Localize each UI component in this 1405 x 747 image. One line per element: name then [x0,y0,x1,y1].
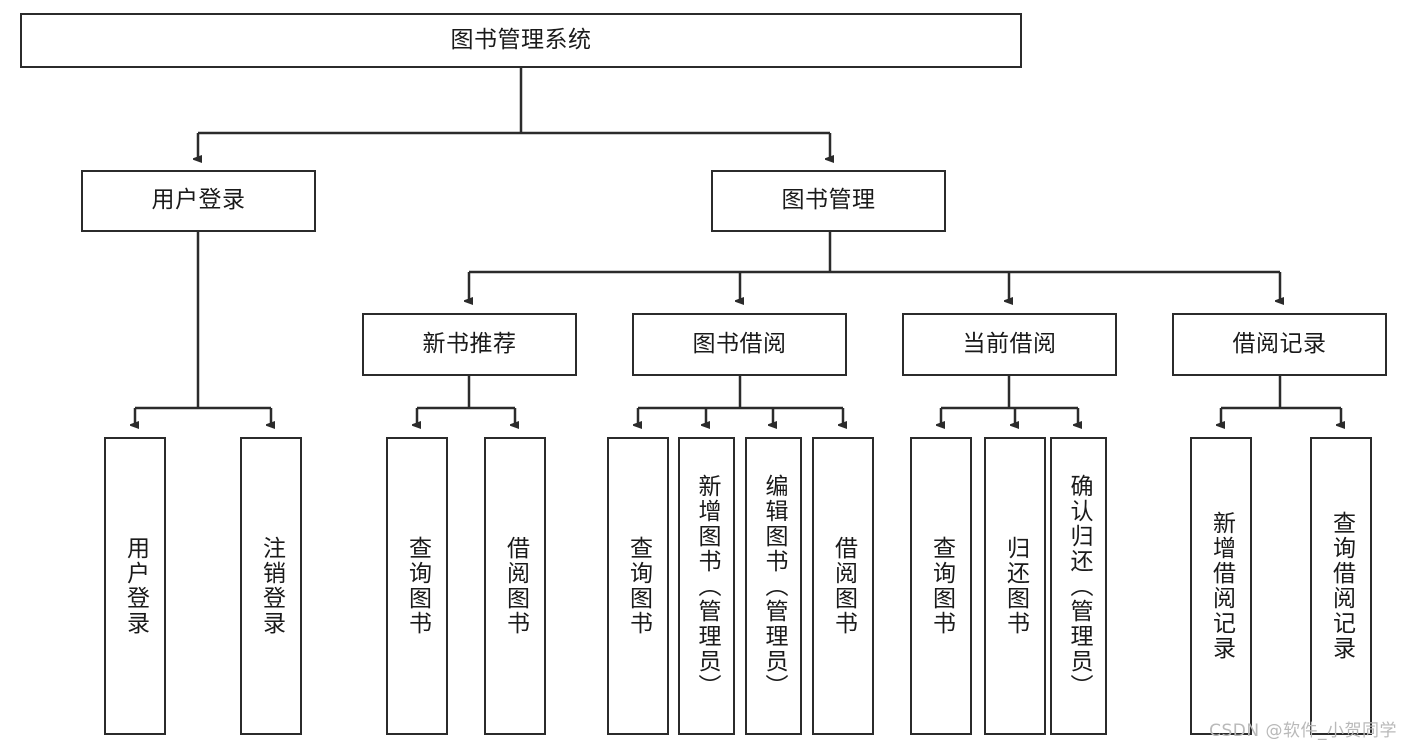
node-leaf-7[interactable]: 借阅图书 [812,437,874,735]
node-level2-1-label: 图书借阅 [692,330,787,357]
node-leaf-1[interactable]: 注销登录 [240,437,302,735]
node-leaf-0-label: 用户登录 [122,536,149,636]
node-level2-0-label: 新书推荐 [422,330,517,357]
node-leaf-7-label: 借阅图书 [830,536,857,636]
node-level2-2[interactable]: 当前借阅 [902,313,1117,376]
node-leaf-9-label: 归还图书 [1002,536,1029,636]
node-level1-1-label: 图书管理 [781,187,876,214]
node-leaf-2[interactable]: 查询图书 [386,437,448,735]
node-leaf-3[interactable]: 借阅图书 [484,437,546,735]
node-leaf-8-label: 查询图书 [928,536,955,636]
node-level1-0-label: 用户登录 [151,187,246,214]
node-leaf-9[interactable]: 归还图书 [984,437,1046,735]
node-root[interactable]: 图书管理系统 [20,13,1022,68]
node-leaf-6[interactable]: 编辑图书（管理员） [745,437,802,735]
node-level2-1[interactable]: 图书借阅 [632,313,847,376]
node-leaf-4-label: 查询图书 [625,536,652,636]
node-level2-0[interactable]: 新书推荐 [362,313,577,376]
node-leaf-12[interactable]: 查询借阅记录 [1310,437,1372,735]
node-leaf-10[interactable]: 确认归还（管理员） [1050,437,1107,735]
node-leaf-3-label: 借阅图书 [502,536,529,636]
node-leaf-5-label: 新增图书（管理员） [694,473,721,699]
node-leaf-0[interactable]: 用户登录 [104,437,166,735]
node-leaf-10-label: 确认归还（管理员） [1066,473,1093,699]
node-level2-3[interactable]: 借阅记录 [1172,313,1387,376]
node-leaf-2-label: 查询图书 [404,536,431,636]
node-level2-2-label: 当前借阅 [962,330,1057,357]
node-leaf-4[interactable]: 查询图书 [607,437,669,735]
node-leaf-11[interactable]: 新增借阅记录 [1190,437,1252,735]
node-leaf-5[interactable]: 新增图书（管理员） [678,437,735,735]
node-leaf-8[interactable]: 查询图书 [910,437,972,735]
node-level1-0[interactable]: 用户登录 [81,170,316,232]
node-leaf-6-label: 编辑图书（管理员） [761,473,788,699]
node-leaf-11-label: 新增借阅记录 [1208,511,1235,661]
node-level1-1[interactable]: 图书管理 [711,170,946,232]
node-leaf-1-label: 注销登录 [258,536,285,636]
node-level2-3-label: 借阅记录 [1232,330,1327,357]
node-root-label: 图书管理系统 [450,26,592,53]
node-leaf-12-label: 查询借阅记录 [1328,511,1355,661]
